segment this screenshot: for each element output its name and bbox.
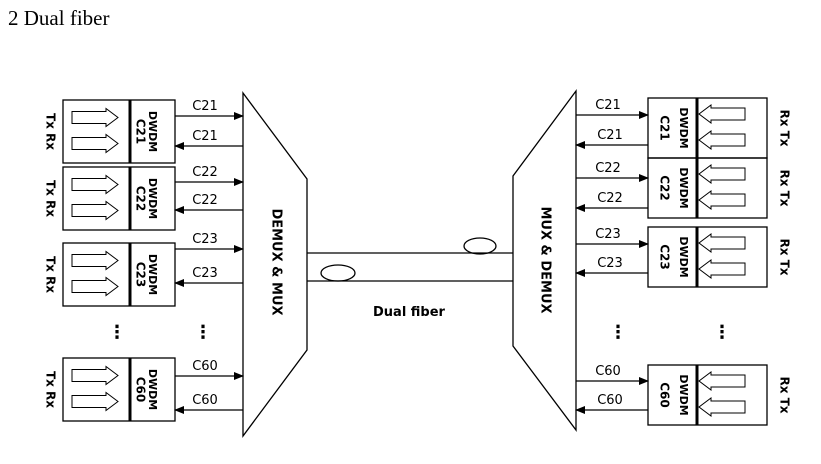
right-out-channel-label: C21 bbox=[597, 128, 623, 143]
demux-mux-block bbox=[242, 91, 308, 438]
rx-receiver-arrow bbox=[698, 104, 746, 124]
right-in-channel-label: C23 bbox=[595, 227, 621, 242]
left-in-channel-label: C60 bbox=[192, 393, 218, 408]
left-module-C60 bbox=[62, 357, 176, 422]
tx-laser-arrow bbox=[698, 397, 746, 417]
right-module-C23 bbox=[647, 226, 768, 288]
module-dwdm-label: DWDM bbox=[677, 107, 690, 148]
module-dwdm-label: DWDM bbox=[677, 167, 690, 208]
right-rx-tx-label: Rx Tx bbox=[778, 376, 792, 413]
rx-receiver-arrow bbox=[698, 371, 746, 391]
module-dwdm-label: DWDM bbox=[146, 111, 159, 152]
module-channel-label: C22 bbox=[658, 175, 672, 201]
right-out-channel-label: C60 bbox=[597, 393, 623, 408]
mux-demux-block bbox=[512, 89, 577, 432]
module-dwdm-label: DWDM bbox=[677, 374, 690, 415]
tx-laser-arrow bbox=[698, 259, 746, 279]
tx-laser-arrow bbox=[71, 174, 119, 195]
right-rx-tx-label: Rx Tx bbox=[778, 169, 792, 206]
module-channel-label: C23 bbox=[658, 244, 672, 270]
left-in-channel-label: C23 bbox=[192, 266, 218, 281]
left-in-channel-label: C21 bbox=[192, 129, 218, 144]
rx-receiver-arrow bbox=[71, 200, 119, 221]
left-tx-rx-label: Tx Rx bbox=[44, 371, 58, 408]
fiber-coil-right bbox=[463, 237, 497, 255]
ellipsis-dots: ⋮ bbox=[713, 322, 731, 343]
rx-receiver-arrow bbox=[698, 164, 746, 184]
right-rx-tx-label: Rx Tx bbox=[778, 238, 792, 275]
module-channel-label: C23 bbox=[134, 262, 148, 288]
mux-demux-label: MUX & DEMUX bbox=[538, 206, 553, 313]
right-in-channel-label: C21 bbox=[595, 98, 621, 113]
module-dwdm-label: DWDM bbox=[146, 254, 159, 295]
ellipsis-dots: ⋮ bbox=[108, 322, 126, 343]
module-channel-label: C21 bbox=[658, 115, 672, 141]
tx-laser-arrow bbox=[71, 107, 119, 128]
left-tx-rx-label: Tx Rx bbox=[44, 256, 58, 293]
module-dwdm-label: DWDM bbox=[146, 178, 159, 219]
module-channel-label: C21 bbox=[134, 119, 148, 145]
rx-receiver-arrow bbox=[698, 233, 746, 253]
rx-receiver-arrow bbox=[71, 276, 119, 297]
module-dwdm-label: DWDM bbox=[146, 369, 159, 410]
left-out-channel-label: C23 bbox=[192, 232, 218, 247]
left-module-C21 bbox=[62, 99, 176, 164]
left-tx-rx-label: Tx Rx bbox=[44, 113, 58, 150]
left-module-C22 bbox=[62, 166, 176, 231]
rx-receiver-arrow bbox=[71, 391, 119, 412]
tx-laser-arrow bbox=[71, 250, 119, 271]
left-out-channel-label: C21 bbox=[192, 99, 218, 114]
ellipsis-dots: ⋮ bbox=[609, 322, 627, 343]
module-dwdm-label: DWDM bbox=[677, 236, 690, 277]
left-out-channel-label: C60 bbox=[192, 359, 218, 374]
fiber-label: Dual fiber bbox=[373, 305, 446, 320]
right-out-channel-label: C22 bbox=[597, 191, 623, 206]
left-module-C23 bbox=[62, 242, 176, 307]
left-out-channel-label: C22 bbox=[192, 165, 218, 180]
rx-receiver-arrow bbox=[71, 133, 119, 154]
right-in-channel-label: C22 bbox=[595, 161, 621, 176]
demux-mux-label: DEMUX & MUX bbox=[269, 208, 284, 315]
tx-laser-arrow bbox=[71, 365, 119, 386]
left-tx-rx-label: Tx Rx bbox=[44, 180, 58, 217]
fiber-coil-left bbox=[320, 264, 356, 282]
right-in-channel-label: C60 bbox=[595, 364, 621, 379]
ellipsis-dots: ⋮ bbox=[194, 322, 212, 343]
module-channel-label: C22 bbox=[134, 186, 148, 212]
left-in-channel-label: C22 bbox=[192, 193, 218, 208]
module-channel-label: C60 bbox=[134, 377, 148, 403]
module-channel-label: C60 bbox=[658, 382, 672, 408]
right-module-C60 bbox=[647, 364, 768, 426]
tx-laser-arrow bbox=[698, 190, 746, 210]
diagram-title: 2 Dual fiber bbox=[8, 6, 110, 30]
right-module-C22 bbox=[647, 157, 768, 219]
right-out-channel-label: C23 bbox=[597, 256, 623, 271]
right-rx-tx-label: Rx Tx bbox=[778, 109, 792, 146]
tx-laser-arrow bbox=[698, 130, 746, 150]
